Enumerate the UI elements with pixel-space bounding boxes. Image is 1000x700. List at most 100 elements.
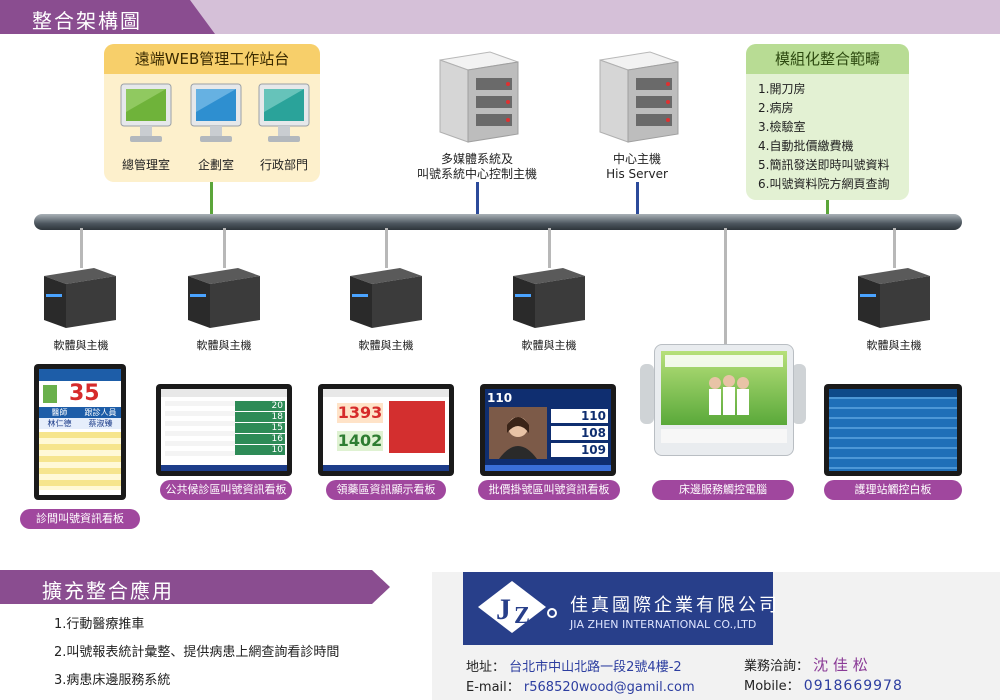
terminal-screen [661,351,787,425]
clinic-board-screen: 35 醫師 跟診人員 林仁德 蔡淑臻 [34,364,126,500]
clinic-header: 跟診人員 [84,408,117,417]
terminal-label: 公共候診區叫號資訊看板 [160,480,292,500]
address-row: 地址： 台北市中山北路一段2號4樓-2 [466,656,682,675]
host-label: 軟體與主機 [53,339,109,352]
email-label: E-mail： [466,680,520,695]
modular-item: 2.病房 [758,101,794,115]
billing-number: 110 [487,391,513,405]
clinic-name: 林仁德 [47,419,72,428]
svg-text:J: J [496,593,511,626]
terminal-handle [792,364,806,424]
host-label: 軟體與主機 [866,339,922,352]
server-label-line: 多媒體系統及 [440,152,513,166]
screen-header-bar [665,355,783,367]
server-label-line: 叫號系統中心控制主機 [416,167,537,181]
screen-header-bar [39,369,121,381]
extension-list: 1.行動醫療推車 2.叫號報表統計彙整、提供病患上網查詢看診時間 3.病患床邊服… [54,611,339,695]
screen-text-area [165,401,235,457]
modular-list: 1.開刀房 2.病房 3.檢驗室 4.自動批價繳費機 5.簡訊發送即時叫號資料 … [758,80,889,194]
pharmacy-board-screen: 1393 1402 [318,384,454,476]
extension-title: 擴充整合應用 [42,579,174,603]
connector-line [385,228,388,268]
company-logo-icon: J Z [470,577,562,643]
connector-line [826,200,829,216]
modular-item: 1.開刀房 [758,82,806,96]
modular-item: 4.自動批價繳費機 [758,139,854,153]
modular-item: 3.檢驗室 [758,120,806,134]
waiting-board-screen: 20 18 15 16 10 [156,384,292,476]
host-box-icon [346,264,426,336]
pharmacy-number: 1402 [337,431,383,451]
extension-item: 2.叫號報表統計彙整、提供病患上網查詢看診時間 [54,645,340,660]
svg-text:Z: Z [514,603,530,629]
bedside-terminal [640,340,806,464]
terminal-label: 護理站觸控白板 [824,480,962,500]
email-value[interactable]: r568520wood@gamil.com [523,680,695,695]
screen-ticker [323,465,449,471]
central-server-label: 中心主機 His Server [580,152,694,182]
billing-board-screen: 110 110 108 109 [480,384,616,476]
terminal-bezel [654,344,794,456]
clinic-queue-list [39,432,121,490]
mobile-value: 0918669978 [803,678,903,694]
billing-number: 108 [551,426,608,440]
server-icon [430,48,524,152]
modular-title: 模組化整合範疇 [746,44,909,74]
billing-number: 109 [551,443,608,457]
connector-line [476,182,479,216]
host-label: 軟體與主機 [521,339,577,352]
server-label-line: 中心主機 [612,152,661,166]
connector-line [210,182,213,216]
sales-label: 業務洽詢： [744,659,810,674]
screen-ticker [161,465,287,471]
clinic-header: 醫師 [51,408,68,417]
modular-item: 5.簡訊發送即時叫號資料 [758,158,890,172]
mobile-row: Mobile： 0918669978 [744,675,903,694]
multimedia-server-label: 多媒體系統及 叫號系統中心控制主機 [400,152,554,182]
host-label: 軟體與主機 [196,339,252,352]
waiting-number: 10 [235,445,285,455]
sales-row: 業務洽詢： 沈 佳 松 [744,654,868,675]
extension-item: 3.病患床邊服務系統 [54,673,171,688]
connector-line [548,228,551,268]
waiting-number: 20 [235,401,285,411]
waiting-number: 16 [235,434,285,444]
terminal-label: 診間叫號資訊看板 [20,509,140,529]
connector-line [893,228,896,268]
terminal-label: 批價掛號區叫號資訊看板 [478,480,620,500]
waiting-number: 15 [235,423,285,433]
workstation-label: 企劃室 [197,158,234,172]
monitor-icon [118,82,174,150]
sales-name: 沈 佳 松 [813,656,868,674]
screen-header-bar [829,389,957,397]
video-area [489,407,547,459]
host-box-icon [509,264,589,336]
email-row: E-mail： r568520wood@gamil.com [466,676,695,695]
network-backbone [34,214,962,230]
connector-line [724,228,727,348]
screen-badge [43,385,57,403]
workstation-label: 總管理室 [121,158,170,172]
terminal-button-row [661,429,787,443]
address-label: 地址： [466,660,506,675]
terminal-handle [640,364,654,424]
company-name-en: JIA ZHEN INTERNATIONAL CO.,LTD [570,618,757,631]
company-name: 佳真國際企業有限公司 [570,595,780,616]
waiting-number: 18 [235,412,285,422]
screen-ticker [485,465,611,471]
staff-photo [701,371,757,415]
clinic-name: 蔡淑臻 [88,419,113,428]
screen-text-area [389,401,445,453]
web-station-title: 遠端WEB管理工作站台 [104,44,320,74]
mobile-label: Mobile： [744,679,800,694]
extension-tab [0,570,390,604]
connector-line [80,228,83,268]
host-box-icon [40,264,120,336]
terminal-label: 領藥區資訊顯示看板 [326,480,446,500]
terminal-label: 床邊服務觸控電腦 [652,480,794,500]
clinic-number: 35 [69,381,100,406]
extension-item: 1.行動醫療推車 [54,617,145,632]
header-tab [0,0,215,34]
screen-header-bar [161,389,287,397]
modular-item: 6.叫號資料院方網頁查詢 [758,177,890,191]
